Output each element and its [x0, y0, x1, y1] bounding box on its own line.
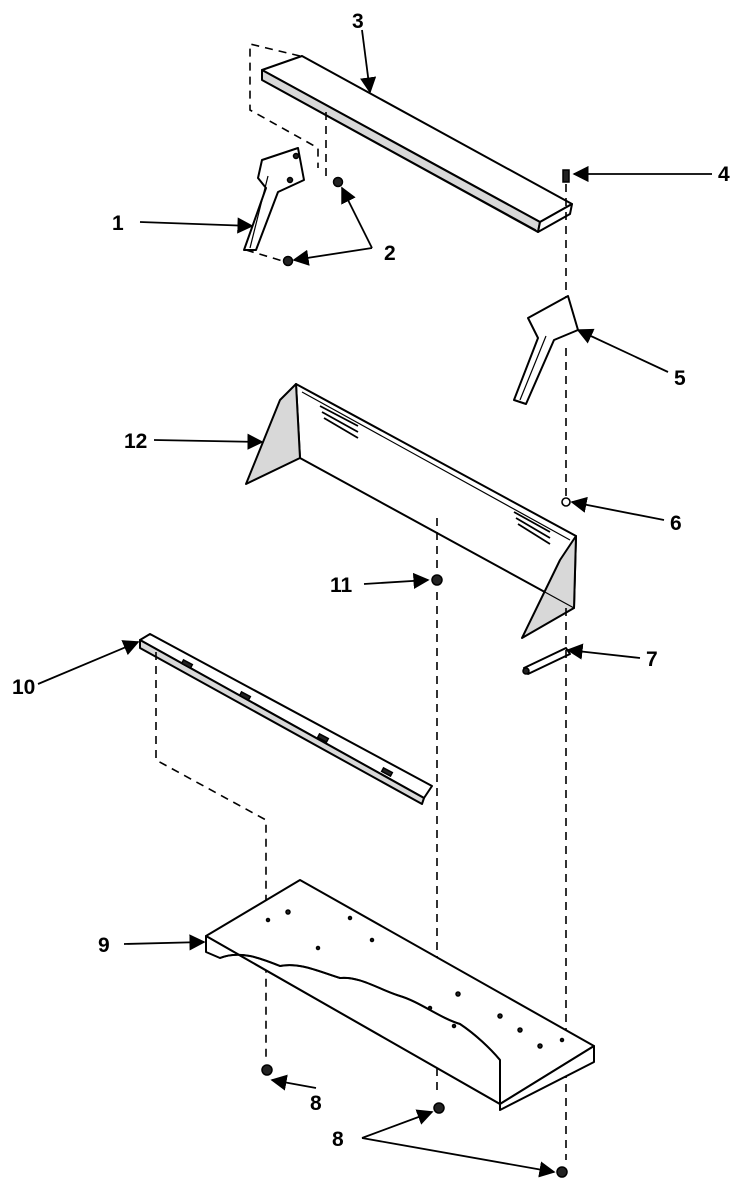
part-9-base-pan: [205, 879, 595, 1111]
part-5-right-bracket: [513, 295, 579, 405]
part-8-screws: [261, 1064, 568, 1178]
vent-slots-left: [319, 405, 359, 439]
part-4-screw: [562, 169, 570, 300]
part-6-washer: [561, 497, 571, 507]
callout-8-left: 8: [310, 1092, 322, 1115]
callout-12: 12: [124, 430, 147, 453]
leader-lines: [37, 29, 712, 1178]
part-2-screws: [282, 176, 344, 267]
part-3-top-trim: [261, 55, 573, 233]
part-10-lower-rail: [139, 633, 433, 805]
alignment-line-left-lower: [155, 652, 267, 1060]
callout-10: 10: [12, 676, 35, 699]
callout-1: 1: [112, 212, 124, 235]
part-11-fastener: [431, 518, 443, 1090]
part-1-left-bracket: [243, 147, 305, 251]
callout-5: 5: [674, 367, 686, 390]
callout-11: 11: [330, 574, 353, 597]
callout-4: 4: [718, 163, 730, 186]
callout-3: 3: [352, 10, 364, 33]
callout-labels: 1 2 3 4 5 6 7 12 11 10 9 8 8: [12, 10, 730, 1151]
callout-2: 2: [384, 242, 396, 265]
part-12-center-panel: [245, 383, 577, 639]
alignment-lines-upper-left: [245, 42, 327, 263]
base-pan-holes: [265, 909, 565, 1049]
callout-8-bottom: 8: [332, 1128, 344, 1151]
callout-9: 9: [98, 934, 110, 957]
callout-6: 6: [670, 512, 682, 535]
callout-7: 7: [646, 648, 658, 671]
part-7-pin: [522, 647, 571, 675]
vent-slots-right: [513, 511, 551, 545]
